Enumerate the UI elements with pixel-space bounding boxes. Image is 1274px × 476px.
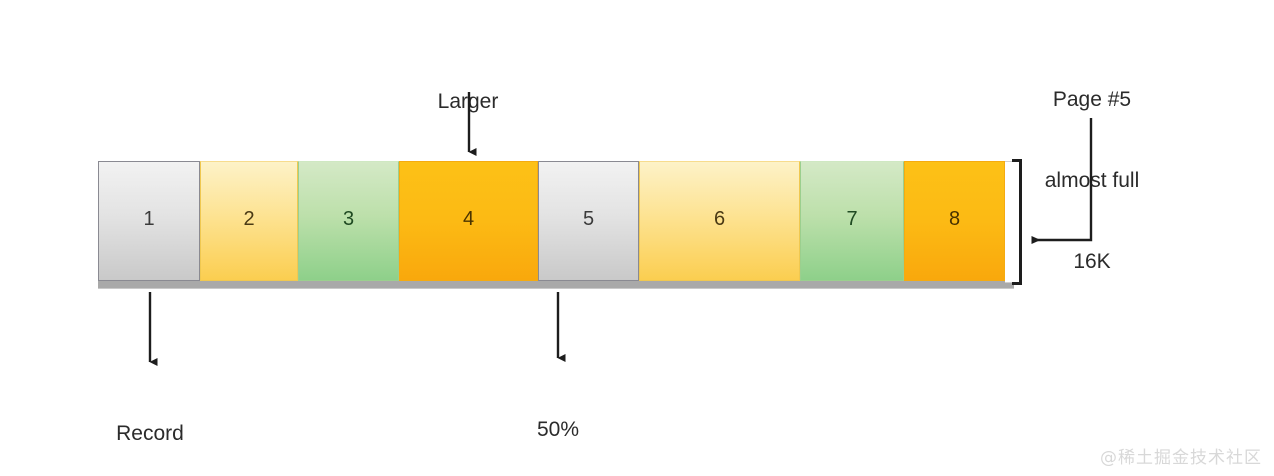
record-block-label: 4	[462, 207, 475, 230]
record-block-label: 1	[143, 207, 155, 230]
record-block-4: 4	[399, 161, 538, 281]
record-block-8: 8	[904, 161, 1005, 281]
page-extent-bracket	[1012, 159, 1022, 285]
page-bar: 1 2 3 4 5 6 7 8	[98, 161, 1015, 283]
record-block-7: 7	[800, 161, 904, 281]
annotation-page-full: Page #5 almost full 16K	[1000, 32, 1184, 329]
record-block-label: 7	[846, 207, 858, 230]
annotation-page-full-line-3: 16K	[1073, 250, 1111, 273]
record-block-label: 5	[582, 207, 595, 230]
page-bar-shadow	[98, 281, 1014, 289]
annotation-page-full-line-1: Page #5	[1052, 88, 1132, 111]
annotation-record: Record	[70, 366, 230, 476]
record-block-label: 3	[342, 207, 355, 230]
record-block-label: 6	[713, 207, 726, 230]
annotation-page-full-line-2: almost full	[1044, 169, 1140, 192]
annotation-threshold-line-1: 50%	[536, 418, 580, 441]
watermark: @稀土掘金技术社区	[1100, 448, 1262, 468]
record-block-2: 2	[200, 161, 298, 281]
record-block-1: 1	[98, 161, 200, 281]
annotation-threshold: 50% treshold 8K	[478, 362, 638, 476]
record-block-label: 8	[948, 207, 961, 230]
record-block-label: 2	[243, 207, 255, 230]
record-block-3: 3	[298, 161, 399, 281]
annotation-record-line-1: Record	[116, 422, 184, 445]
record-block-5: 5	[538, 161, 639, 281]
annotation-larger-record-line-1: Larger	[437, 90, 499, 113]
record-block-6: 6	[639, 161, 800, 281]
page-free-space	[1005, 161, 1015, 283]
